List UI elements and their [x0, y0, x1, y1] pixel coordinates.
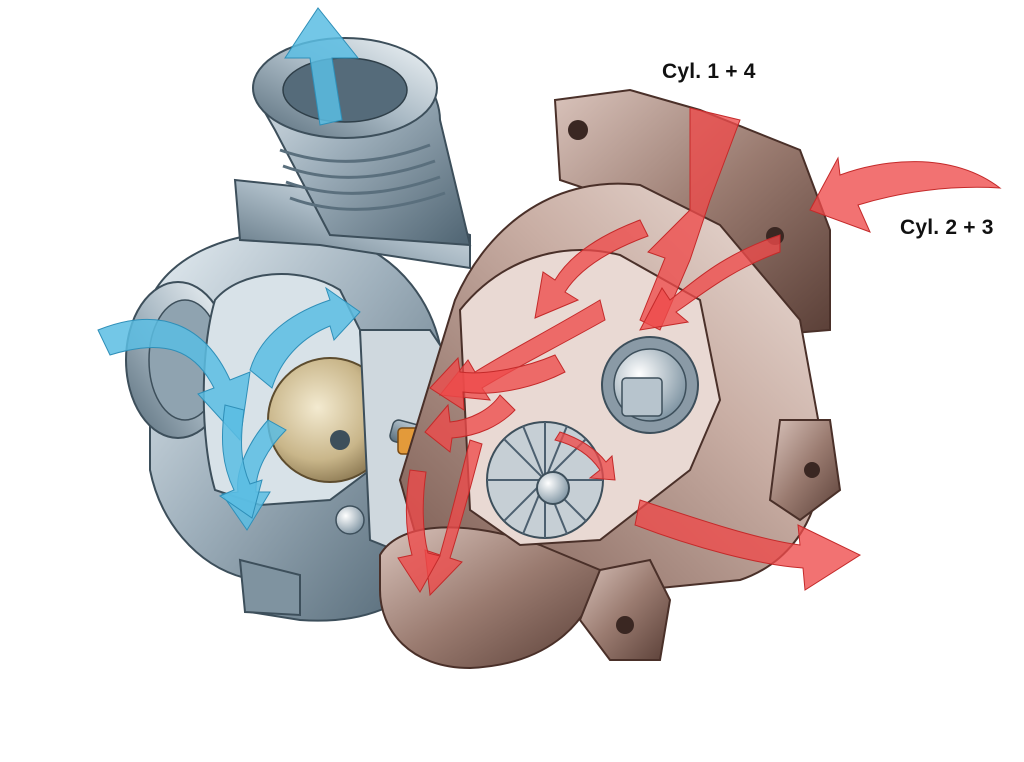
intake-arrow-up — [284, 7, 360, 126]
label-cylinders-2-3: Cyl. 2 + 3 — [900, 216, 994, 239]
wheel-nut — [536, 471, 570, 505]
turbine-exhaust-flange — [578, 558, 672, 661]
exhaust-arrow-outlet — [634, 499, 862, 591]
wastegate-lever — [621, 377, 663, 417]
turbine-wheel — [486, 421, 604, 539]
exhaust-arrow-cyl23 — [809, 156, 1002, 233]
blue-air-arrow-icon — [97, 7, 361, 531]
turbine-housing — [379, 88, 842, 670]
label-cylinders-1-4: Cyl. 1 + 4 — [662, 60, 756, 83]
red-exhaust-arrow-icon — [397, 107, 1002, 597]
pipe-threads — [279, 143, 446, 211]
compressor-flange-bottom — [238, 558, 301, 617]
